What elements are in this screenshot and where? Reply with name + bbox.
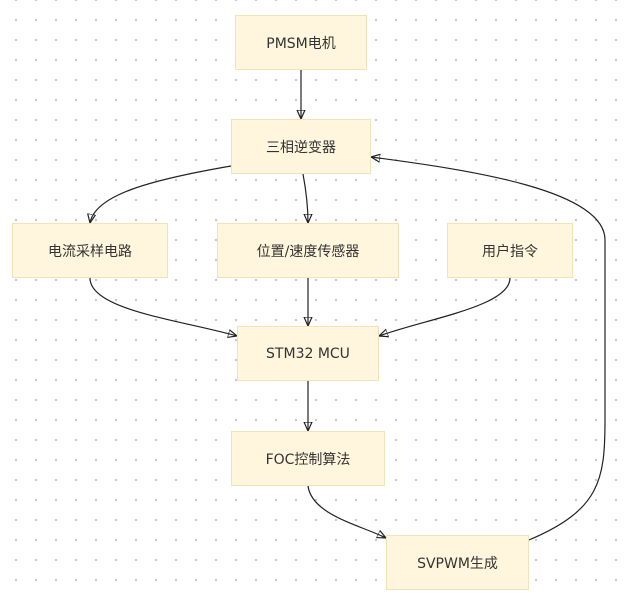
edge-svpwm-to-inverter	[371, 157, 606, 541]
edge-inverter-to-position	[302, 173, 308, 223]
edge-current-to-mcu	[89, 277, 237, 336]
edge-inverter-to-current	[90, 165, 232, 223]
edge-user-to-mcu	[379, 277, 511, 336]
node-pmsm-motor[interactable]: PMSM电机	[235, 15, 367, 70]
node-current-sampling-circuit[interactable]: 电流采样电路	[12, 223, 168, 278]
edge-foc-to-svpwm	[307, 485, 386, 538]
node-svpwm-generation[interactable]: SVPWM生成	[386, 535, 529, 590]
node-stm32-mcu[interactable]: STM32 MCU	[237, 326, 379, 381]
node-position-speed-sensor[interactable]: 位置/速度传感器	[217, 223, 399, 278]
node-user-command[interactable]: 用户指令	[447, 223, 573, 278]
node-foc-control-algorithm[interactable]: FOC控制算法	[231, 431, 385, 486]
node-three-phase-inverter[interactable]: 三相逆变器	[231, 119, 371, 174]
